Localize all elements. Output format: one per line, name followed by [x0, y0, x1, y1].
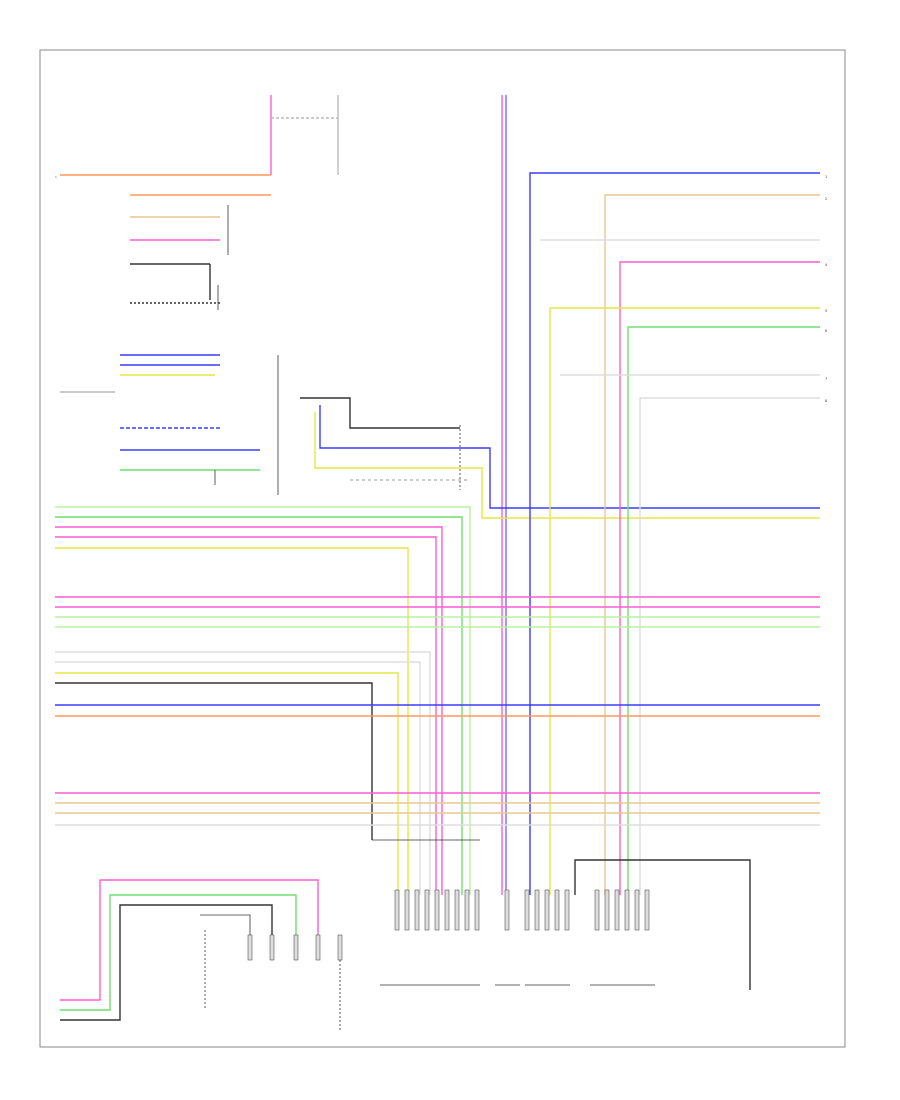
- mid-crossover-wires: [300, 397, 820, 519]
- left-module-wires: [60, 354, 279, 495]
- bottom-connectors: [247, 889, 655, 986]
- lower-left-wires: [60, 879, 341, 1030]
- main-harness-wires: [55, 506, 820, 895]
- right-pin-numbers: 1 2 4 5 6 7 8: [825, 175, 827, 403]
- svg-text:8: 8: [825, 399, 827, 403]
- svg-text:2: 2: [825, 197, 827, 201]
- connector-group-3: [594, 889, 650, 931]
- bottom-right-module-wire: [574, 859, 751, 990]
- upper-left-wires: [60, 174, 271, 310]
- upper-left-labels: 1: [55, 175, 57, 179]
- connector-group-1: [394, 889, 480, 931]
- svg-text:5: 5: [825, 309, 827, 313]
- svg-text:1: 1: [55, 175, 57, 179]
- svg-text:6: 6: [825, 329, 827, 333]
- svg-text:4: 4: [825, 263, 827, 267]
- svg-text:1: 1: [825, 175, 827, 179]
- connector-group-2: [504, 889, 570, 931]
- fuse-feeds: [270, 95, 507, 895]
- connector-group-lower-left: [247, 934, 343, 961]
- diagram-frame: [39, 49, 846, 1048]
- right-feeds: [529, 172, 820, 895]
- svg-text:7: 7: [825, 377, 827, 381]
